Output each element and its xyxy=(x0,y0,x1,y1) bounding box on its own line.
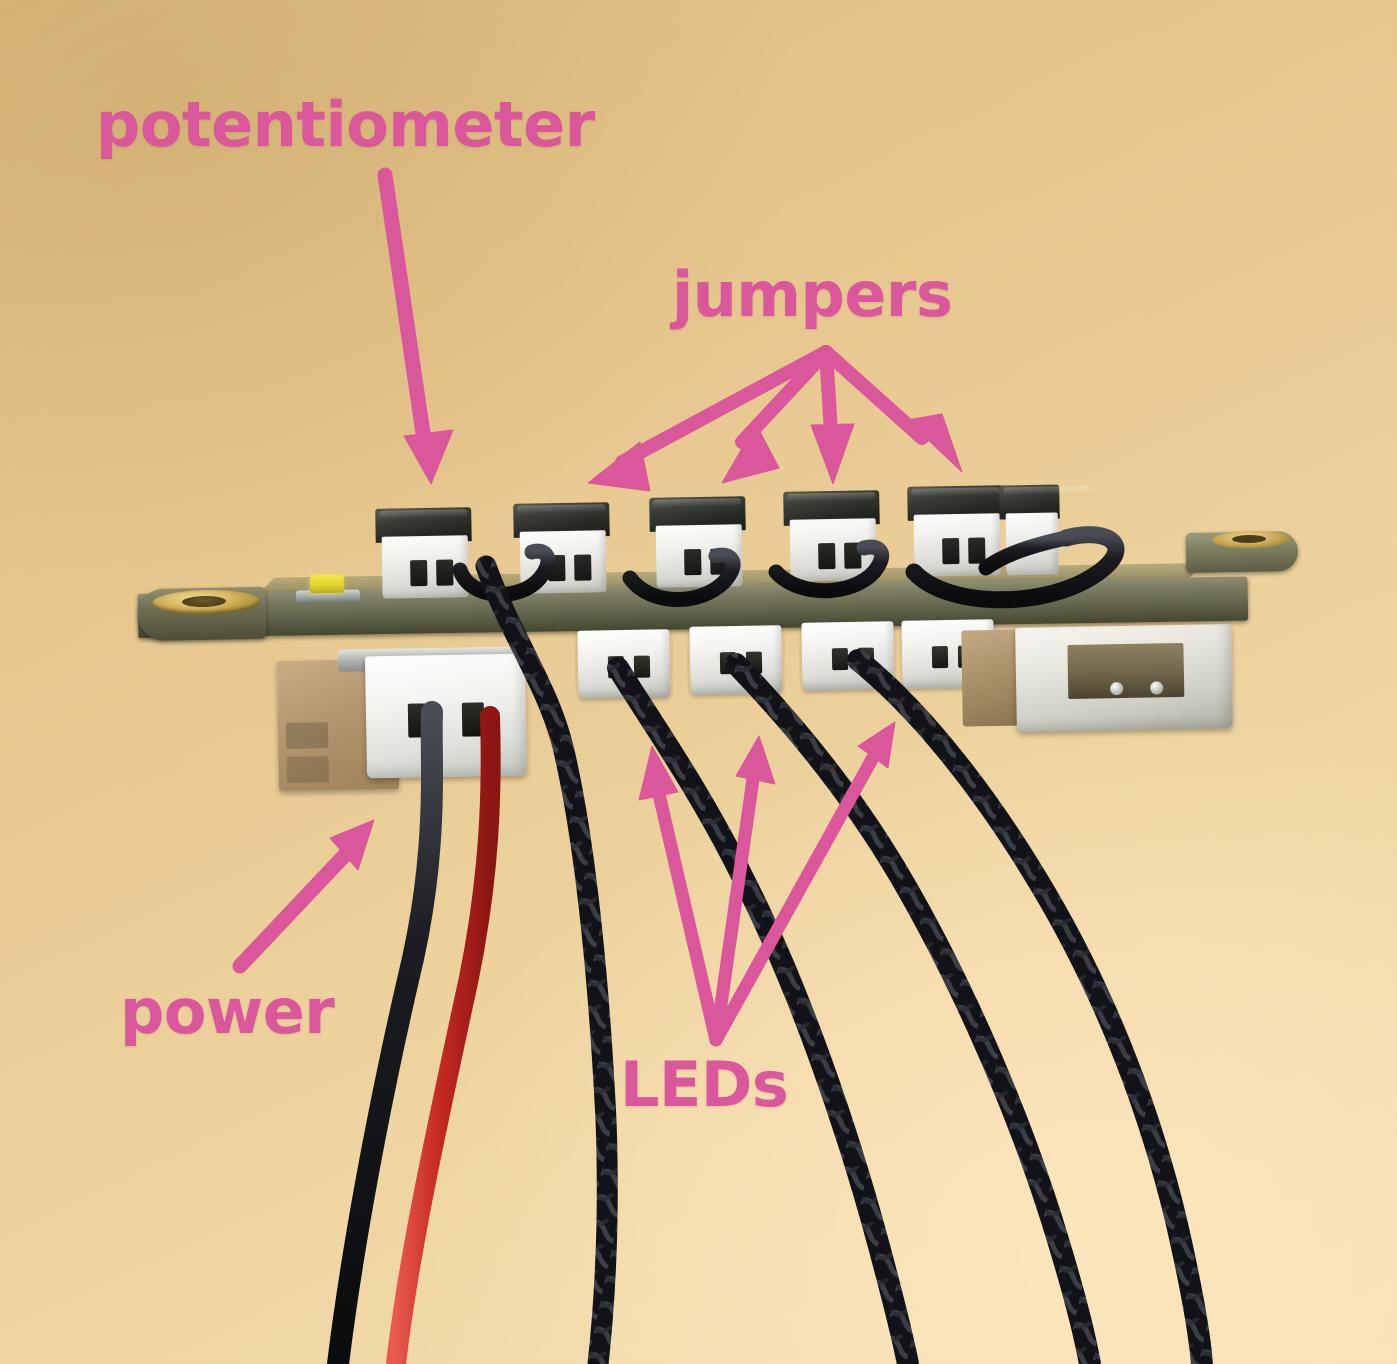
jumper-wire-1 xyxy=(452,543,556,602)
label-jumpers: jumpers xyxy=(672,258,953,331)
jumper-wire-4b xyxy=(978,530,1074,576)
arrow-leds-2 xyxy=(709,735,776,1047)
jumper-wire-3 xyxy=(768,539,890,599)
arrow-power xyxy=(232,819,375,974)
jumper-wire-4 xyxy=(905,526,1125,609)
arrow-leds-3 xyxy=(709,721,896,1047)
label-power: power xyxy=(120,975,335,1048)
power-lead-negative xyxy=(327,701,443,1364)
led-twisted-pair-2 xyxy=(607,657,919,1364)
jumper-wire-group xyxy=(452,526,1125,609)
jumper-wire-2 xyxy=(622,547,741,607)
led-twisted-pair-3 xyxy=(725,653,1101,1364)
arrow-potentiometer xyxy=(377,167,454,485)
arrow-jumpers-3 xyxy=(810,345,855,485)
label-potentiometer: potentiometer xyxy=(96,88,595,161)
led-twisted-pair-4 xyxy=(847,649,1213,1364)
arrow-jumpers-2 xyxy=(721,345,833,484)
arrow-jumpers-1 xyxy=(587,345,833,492)
led-twisted-pair-1 xyxy=(475,555,618,1364)
label-leds: LEDs xyxy=(620,1048,789,1121)
arrow-leds-1 xyxy=(638,745,723,1047)
power-lead-positive xyxy=(386,706,501,1364)
arrow-jumpers-4 xyxy=(819,345,963,473)
